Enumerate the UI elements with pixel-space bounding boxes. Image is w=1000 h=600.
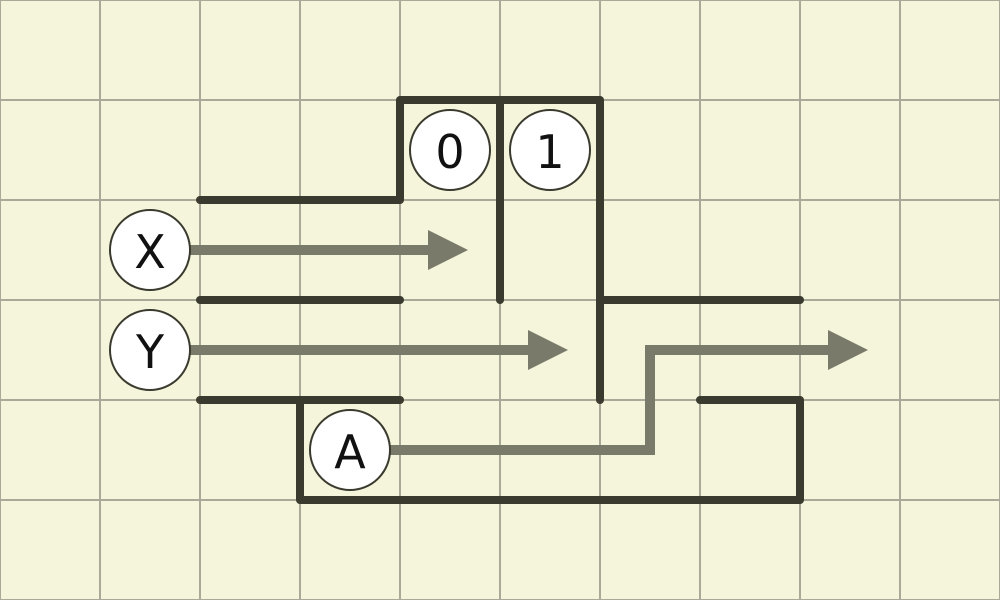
node-one: 1 [509,109,591,191]
nodes: X Y A 0 1 [109,109,591,491]
node-a-circle [309,409,391,491]
select-output-arrow [350,330,868,455]
node-x-label: X [134,225,166,279]
node-x: X [109,209,191,291]
node-x-circle [109,209,191,291]
node-y-label: Y [135,325,165,379]
walls [196,96,804,504]
arrows [150,230,868,455]
node-zero: 0 [409,109,491,191]
node-y-circle [109,309,191,391]
top-input-wall [196,96,604,404]
node-a: A [309,409,391,491]
node-zero-circle [409,109,491,191]
select-channel-wall [296,396,804,504]
node-one-label: 1 [535,125,564,179]
node-a-label: A [334,425,366,479]
node-one-circle [509,109,591,191]
node-zero-label: 0 [435,125,464,179]
node-y: Y [109,309,191,391]
